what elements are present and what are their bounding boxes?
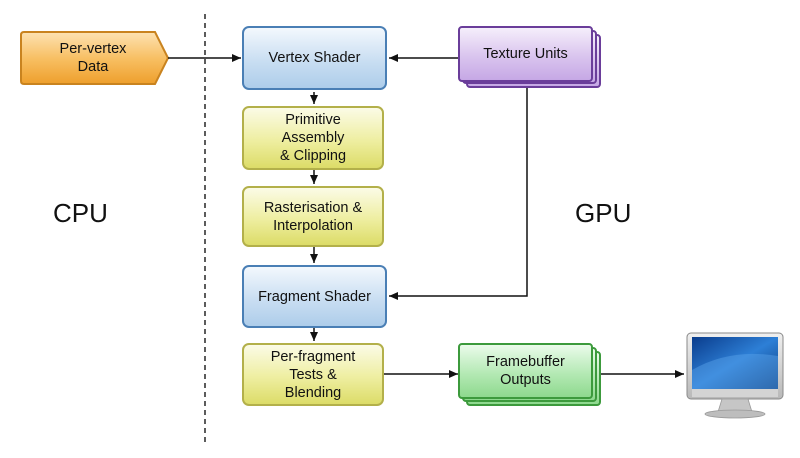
primitive-assembly-box: Primitive Assembly & Clipping [242,106,384,170]
fragment-shader-text: Fragment Shader [258,288,371,305]
vertex-shader-box: Vertex Shader [242,26,387,90]
vertex-shader-text: Vertex Shader [268,50,361,66]
fragment-shader-box: Fragment Shader [242,265,387,328]
per-vertex-data-text: Per-vertex Data [59,41,127,75]
per-fragment-tests-box: Per-fragment Tests & Blending [242,343,384,406]
rasterisation-text: Rasterisation & Interpolation [263,199,363,234]
gpu-label: GPU [575,198,632,228]
texture-units-text: Texture Units [483,46,568,62]
texture-units-box: Texture Units [458,26,593,82]
rasterisation-box: Rasterisation & Interpolation [242,186,384,247]
primitive-assembly-text: Primitive Assembly & Clipping [279,112,347,164]
monitor-icon [686,332,784,419]
arrow-texture-to-fragment [389,86,528,300]
per-vertex-data-shape [20,31,170,85]
framebuffer-outputs-text: Framebuffer Outputs [486,354,565,388]
per-vertex-data-label: Per-vertex Data [24,32,162,84]
per-fragment-tests-text: Per-fragment Tests & Blending [270,348,356,401]
framebuffer-outputs-box: Framebuffer Outputs [458,343,593,399]
cpu-label: CPU [53,198,108,228]
